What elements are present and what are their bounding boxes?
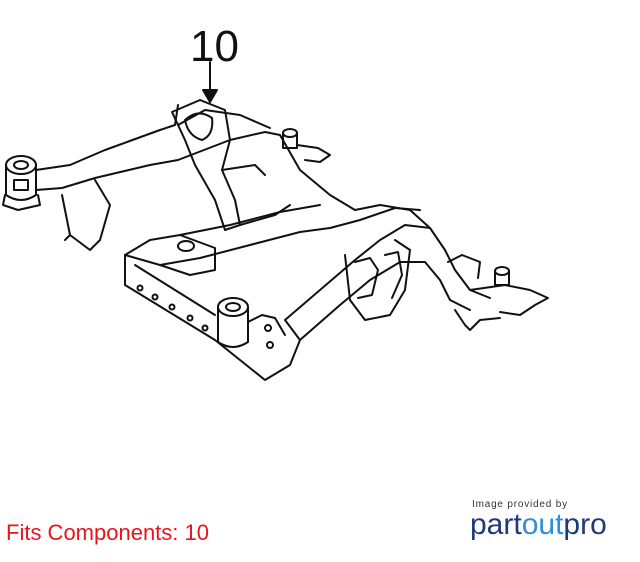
front-crossbeam bbox=[124, 204, 331, 276]
left-lower-bracket bbox=[61, 179, 111, 251]
fits-label: Fits Components: bbox=[6, 520, 179, 545]
right-front-mount bbox=[447, 254, 549, 331]
brand-part: part bbox=[470, 508, 522, 541]
callout-arrow bbox=[202, 61, 218, 103]
front-bushing-mount bbox=[217, 297, 286, 349]
fits-value: 10 bbox=[184, 520, 210, 545]
partoutpro-logo: partoutpro bbox=[470, 507, 607, 543]
right-housing bbox=[344, 239, 411, 321]
fits-components-label: Fits Components: 10 bbox=[6, 519, 209, 547]
image-provided-by: Image provided by bbox=[472, 499, 568, 510]
callout-number: 10 bbox=[190, 22, 239, 71]
right-rear-post bbox=[279, 128, 356, 211]
brand-out: out bbox=[521, 508, 564, 541]
left-bushing-mount bbox=[2, 155, 41, 211]
center-tower bbox=[171, 99, 291, 231]
brand-pro: pro bbox=[563, 508, 607, 541]
left-arm bbox=[35, 104, 179, 191]
rear-crossmember bbox=[177, 109, 281, 161]
right-rail bbox=[284, 204, 491, 341]
